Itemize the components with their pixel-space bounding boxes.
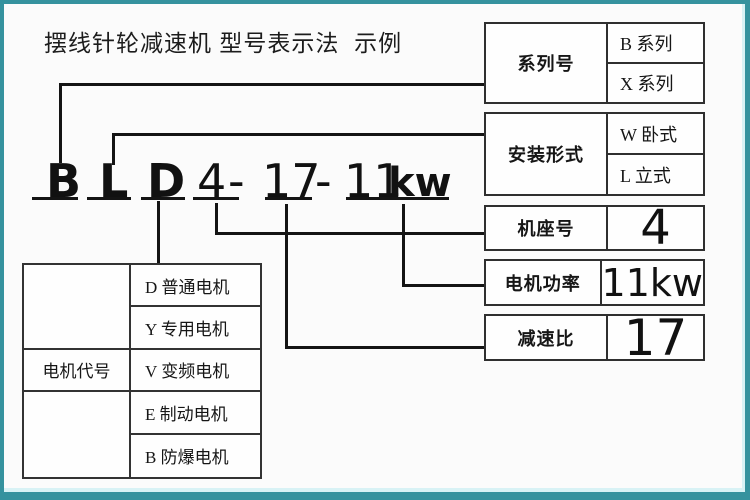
series-option-x: X 系列 [608,62,703,102]
frame-size-value: 4 [640,200,671,256]
code-series-letter: B [46,154,82,208]
page-title: 摆线针轮减速机 型号表示法 示例 [44,30,403,56]
code-power-number: 11 [344,154,403,208]
mount-box: 安装形式 W 卧式 L 立式 [484,112,705,196]
motor-row-b: B 防爆电机 [145,448,229,468]
connector-ratio-vline [285,204,288,349]
connector-motor-vline [157,201,160,263]
code-dash-1: - [228,154,245,208]
series-option-b: B 系列 [620,34,673,54]
underline-frame [193,197,239,200]
connector-mount-hline [112,133,484,136]
frame-border-bottom [0,492,750,500]
motor-code-table: 电机代号 D 普通电机 Y 专用电机 V 变频电机 E 制动电机 B 防爆电机 [22,263,262,479]
frame-size-box: 机座号 4 [484,200,705,256]
motor-row-y: Y 专用电机 [131,307,260,350]
frame-highlight-right [742,4,745,496]
underline-series [32,197,78,200]
mount-box-label: 安装形式 [486,114,608,194]
frame-border-left [0,0,4,500]
mount-option-l: L 立式 [608,153,703,194]
code-frame-number: 4 [197,154,227,208]
connector-power-hline [402,284,484,287]
frame-highlight-bottom [4,488,745,492]
frame-border-right [745,0,750,500]
underline-ratio [265,197,312,200]
motor-power-box-label: 电机功率 [486,261,602,304]
code-ratio-number: 17 [262,154,321,208]
code-dash-2: - [315,154,332,208]
connector-ratio-hline [285,346,484,349]
ratio-value: 17 [623,308,688,367]
frame-size-box-label: 机座号 [486,207,608,249]
connector-series-vline [59,83,62,163]
ratio-box-label: 减速比 [486,316,608,359]
motor-row-e: E 制动电机 [131,392,260,435]
connector-frame-vline [215,203,218,235]
ratio-box: 减速比 17 [484,308,705,367]
frame-border-top [0,0,750,4]
connector-series-hline [59,83,484,86]
connector-frame-hline [215,232,484,235]
motor-power-value: 11kw [601,260,703,305]
motor-row-d: D 普通电机 [131,265,260,308]
motor-table-spacer-bottom [24,392,131,477]
series-box: 系列号 B 系列 X 系列 [484,22,705,104]
mount-option-w: W 卧式 [620,124,678,145]
code-power-unit: kw [388,160,452,206]
motor-row-v: V 变频电机 [131,350,260,393]
series-box-label: 系列号 [486,24,608,102]
motor-table-header: 电机代号 [24,349,131,393]
motor-table-spacer-top [24,265,131,350]
underline-power [346,197,449,200]
code-mount-letter: L [99,154,129,208]
underline-motor [141,197,185,200]
code-motor-letter: D [147,154,186,208]
connector-power-vline [402,204,405,287]
connector-mount-vline [112,133,115,165]
underline-mount [87,197,131,200]
motor-power-box: 电机功率 11kw [484,259,705,306]
